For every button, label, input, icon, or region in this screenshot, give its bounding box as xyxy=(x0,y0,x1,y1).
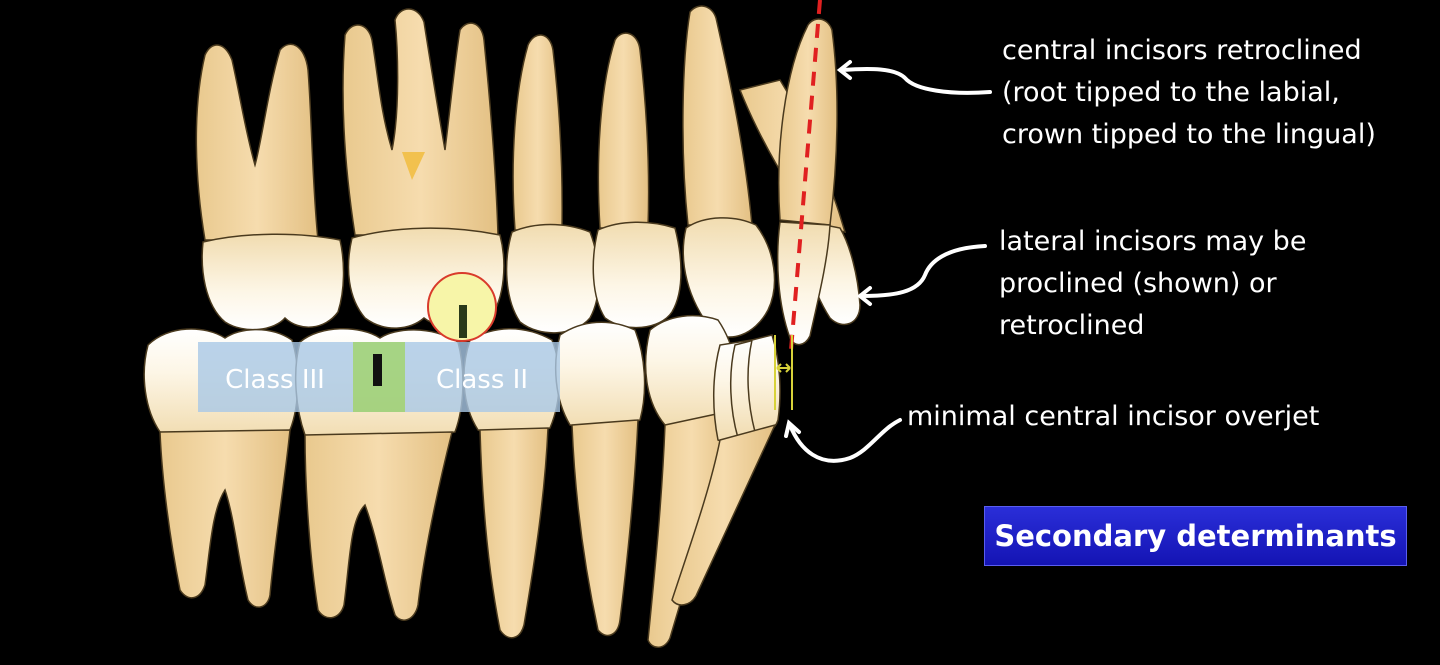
lower-incisor-roots xyxy=(671,423,777,606)
incisor-axis-line xyxy=(789,0,822,351)
upper-molar-2-root xyxy=(342,8,499,236)
upper-premolar-1-root xyxy=(512,34,563,231)
lateral-incisors-line-3: retroclined xyxy=(999,310,1145,341)
arrow-overjet xyxy=(788,418,902,463)
central-incisors-line-1: central incisors retroclined xyxy=(1002,35,1362,66)
arrow-lateral-incisors-head xyxy=(856,286,872,306)
upper-cusp-marker xyxy=(459,305,467,338)
upper-premolar-2-crown xyxy=(592,221,682,329)
upper-canine-crown xyxy=(682,217,776,338)
upper-teeth xyxy=(195,5,861,346)
arrow-central-incisors-head xyxy=(836,60,852,80)
upper-premolar-1-crown xyxy=(505,223,600,334)
overjet-text: minimal central incisor overjet xyxy=(907,401,1320,432)
arrow-lateral-incisors xyxy=(860,244,987,298)
arrow-overjet-head xyxy=(784,419,801,438)
lower-cusp-marker xyxy=(373,354,382,386)
class3-label: Class III xyxy=(225,365,325,395)
upper-canine-root xyxy=(682,5,753,226)
central-incisors-label: central incisors retroclined (root tippe… xyxy=(1002,30,1376,156)
overjet-marker xyxy=(774,335,793,410)
lateral-incisors-label: lateral incisors may be proclined (shown… xyxy=(999,221,1306,347)
secondary-determinants-badge: Secondary determinants xyxy=(984,506,1407,566)
molar-class-indicators: Class III Class II xyxy=(198,272,560,412)
arrow-central-incisors xyxy=(840,66,992,95)
upper-molar-1-crown xyxy=(201,233,345,331)
lateral-incisors-line-2: proclined (shown) or xyxy=(999,268,1277,299)
upper-premolar-2-root xyxy=(597,32,650,229)
upper-central-incisor-crown xyxy=(776,221,831,346)
central-incisors-line-2: (root tipped to the labial, xyxy=(1002,77,1340,108)
lower-molar-1-root xyxy=(159,429,291,608)
lower-premolar-2-crown xyxy=(554,321,646,431)
class3-box xyxy=(198,342,353,412)
lower-molar-2-root xyxy=(304,431,453,621)
pointer-arrows xyxy=(784,60,992,463)
class2-label: Class II xyxy=(436,365,528,395)
lateral-incisors-line-1: lateral incisors may be xyxy=(999,226,1307,257)
overjet-label: minimal central incisor overjet xyxy=(907,396,1319,438)
lower-premolar-1-root xyxy=(479,427,549,639)
central-incisors-line-3: crown tipped to the lingual) xyxy=(1002,119,1376,150)
upper-molar-1-root xyxy=(195,43,319,241)
class2-box xyxy=(405,342,560,412)
lower-premolar-2-root xyxy=(571,419,639,637)
upper-molar-2-furcation xyxy=(402,152,425,180)
